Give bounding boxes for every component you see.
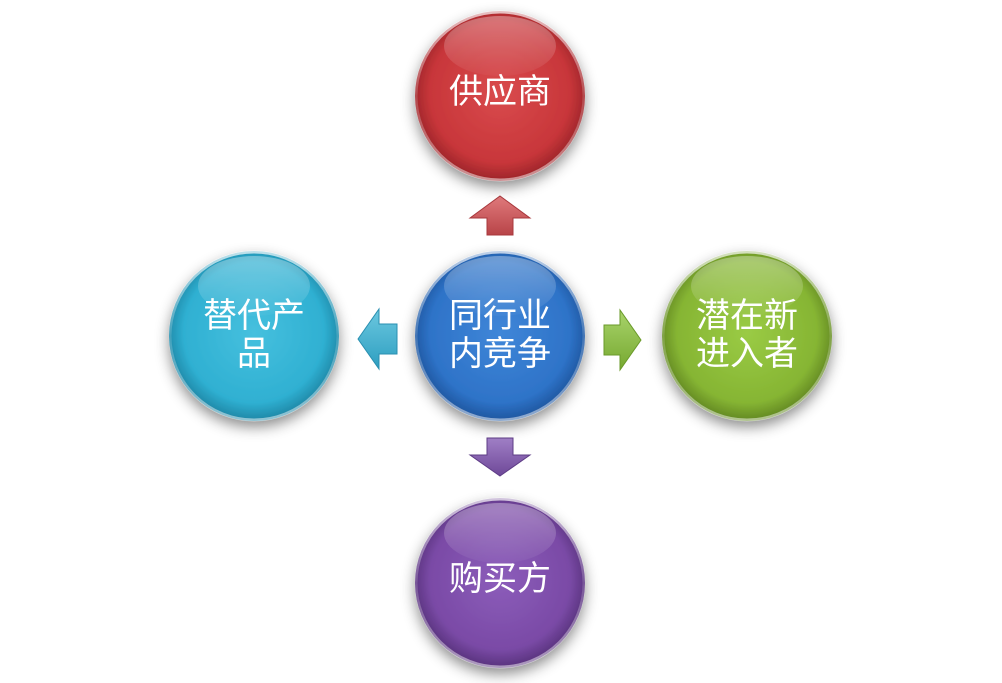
node-supplier-label: 供应商 <box>449 72 551 112</box>
node-right-line2: 进入者 <box>696 334 798 374</box>
node-buyers: 购买方 <box>414 497 586 669</box>
node-new-entrants: 潜在新 进入者 <box>661 250 833 422</box>
node-right-line1: 潜在新 <box>696 296 798 336</box>
node-left-line1: 替代产 <box>203 296 305 336</box>
node-center-line2: 内竞争 <box>449 334 551 374</box>
arrow-up-icon <box>468 195 532 236</box>
arrow-right-icon <box>603 308 642 372</box>
node-industry-competition: 同行业 内竞争 <box>414 250 586 422</box>
arrow-left-icon <box>357 307 398 371</box>
arrow-down-icon <box>468 437 532 477</box>
node-center-line1: 同行业 <box>449 296 551 336</box>
node-substitutes: 替代产 品 <box>168 250 340 422</box>
node-left-line2: 品 <box>237 334 271 374</box>
node-supplier: 供应商 <box>414 10 586 182</box>
node-buyers-label: 购买方 <box>449 559 551 599</box>
